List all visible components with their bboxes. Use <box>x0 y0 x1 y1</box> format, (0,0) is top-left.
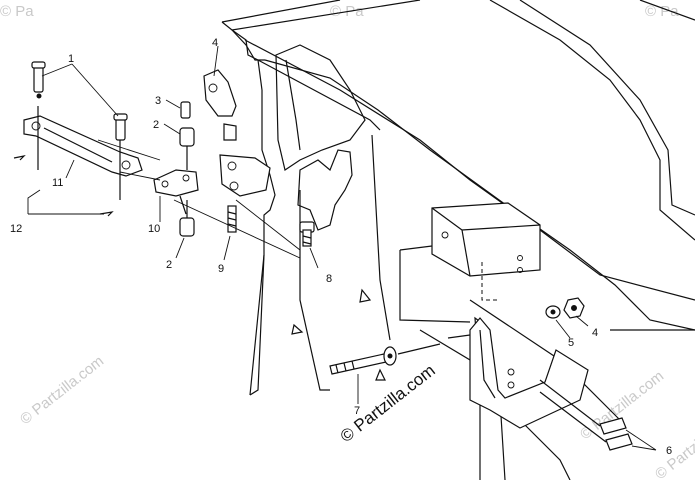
bushing-upper-part-2 <box>179 127 195 147</box>
callout-9: 9 <box>218 263 224 275</box>
pin-left <box>33 65 44 93</box>
clip-part-12 <box>13 155 114 217</box>
bolt-part-9 <box>227 205 237 233</box>
callout-6: 6 <box>666 445 672 457</box>
callout-4-upper: 4 <box>212 37 218 49</box>
callout-2-lower: 2 <box>166 259 172 271</box>
callout-2-upper: 2 <box>153 119 159 131</box>
watermark-bottom-left: © Partzilla.com <box>17 353 107 429</box>
callout-3: 3 <box>155 95 161 107</box>
watermark-main: © Partzilla.com <box>337 361 439 447</box>
nut-washer-parts <box>545 297 585 319</box>
hinge-bracket-part-4 <box>203 69 271 197</box>
link-rod-part-11 <box>23 106 143 200</box>
pin-right <box>115 117 126 141</box>
frame-outline <box>221 0 695 481</box>
callout-5: 5 <box>568 337 574 349</box>
watermark-top-right: © Pa <box>645 3 679 20</box>
pin-part-1 <box>31 61 128 141</box>
bushing-part-3 <box>180 101 191 119</box>
control-box <box>399 202 541 323</box>
callout-11: 11 <box>52 177 63 189</box>
plate-part-10 <box>153 169 199 215</box>
callout-7: 7 <box>354 405 360 417</box>
bolt-part-7 <box>329 343 441 375</box>
leader-lines <box>27 45 657 451</box>
watermark-bottom-right: © Partzilla.com <box>577 368 667 444</box>
watermark-top-left: © Pa <box>0 3 34 20</box>
callout-8: 8 <box>326 273 332 285</box>
callout-12: 12 <box>10 223 22 235</box>
bolts-part-6 <box>539 379 633 451</box>
callout-4-lower: 4 <box>592 327 598 339</box>
callout-1: 1 <box>68 53 74 65</box>
callout-10: 10 <box>148 223 160 235</box>
watermark-edge: © Partzilla.com <box>652 408 695 480</box>
mounting-bracket <box>447 317 589 429</box>
bushings <box>179 101 195 237</box>
bushing-lower-part-2 <box>179 217 195 237</box>
callouts: 1 3 2 4 11 12 10 2 9 8 4 5 7 6 <box>10 37 672 457</box>
bolt-part-8 <box>299 221 315 247</box>
